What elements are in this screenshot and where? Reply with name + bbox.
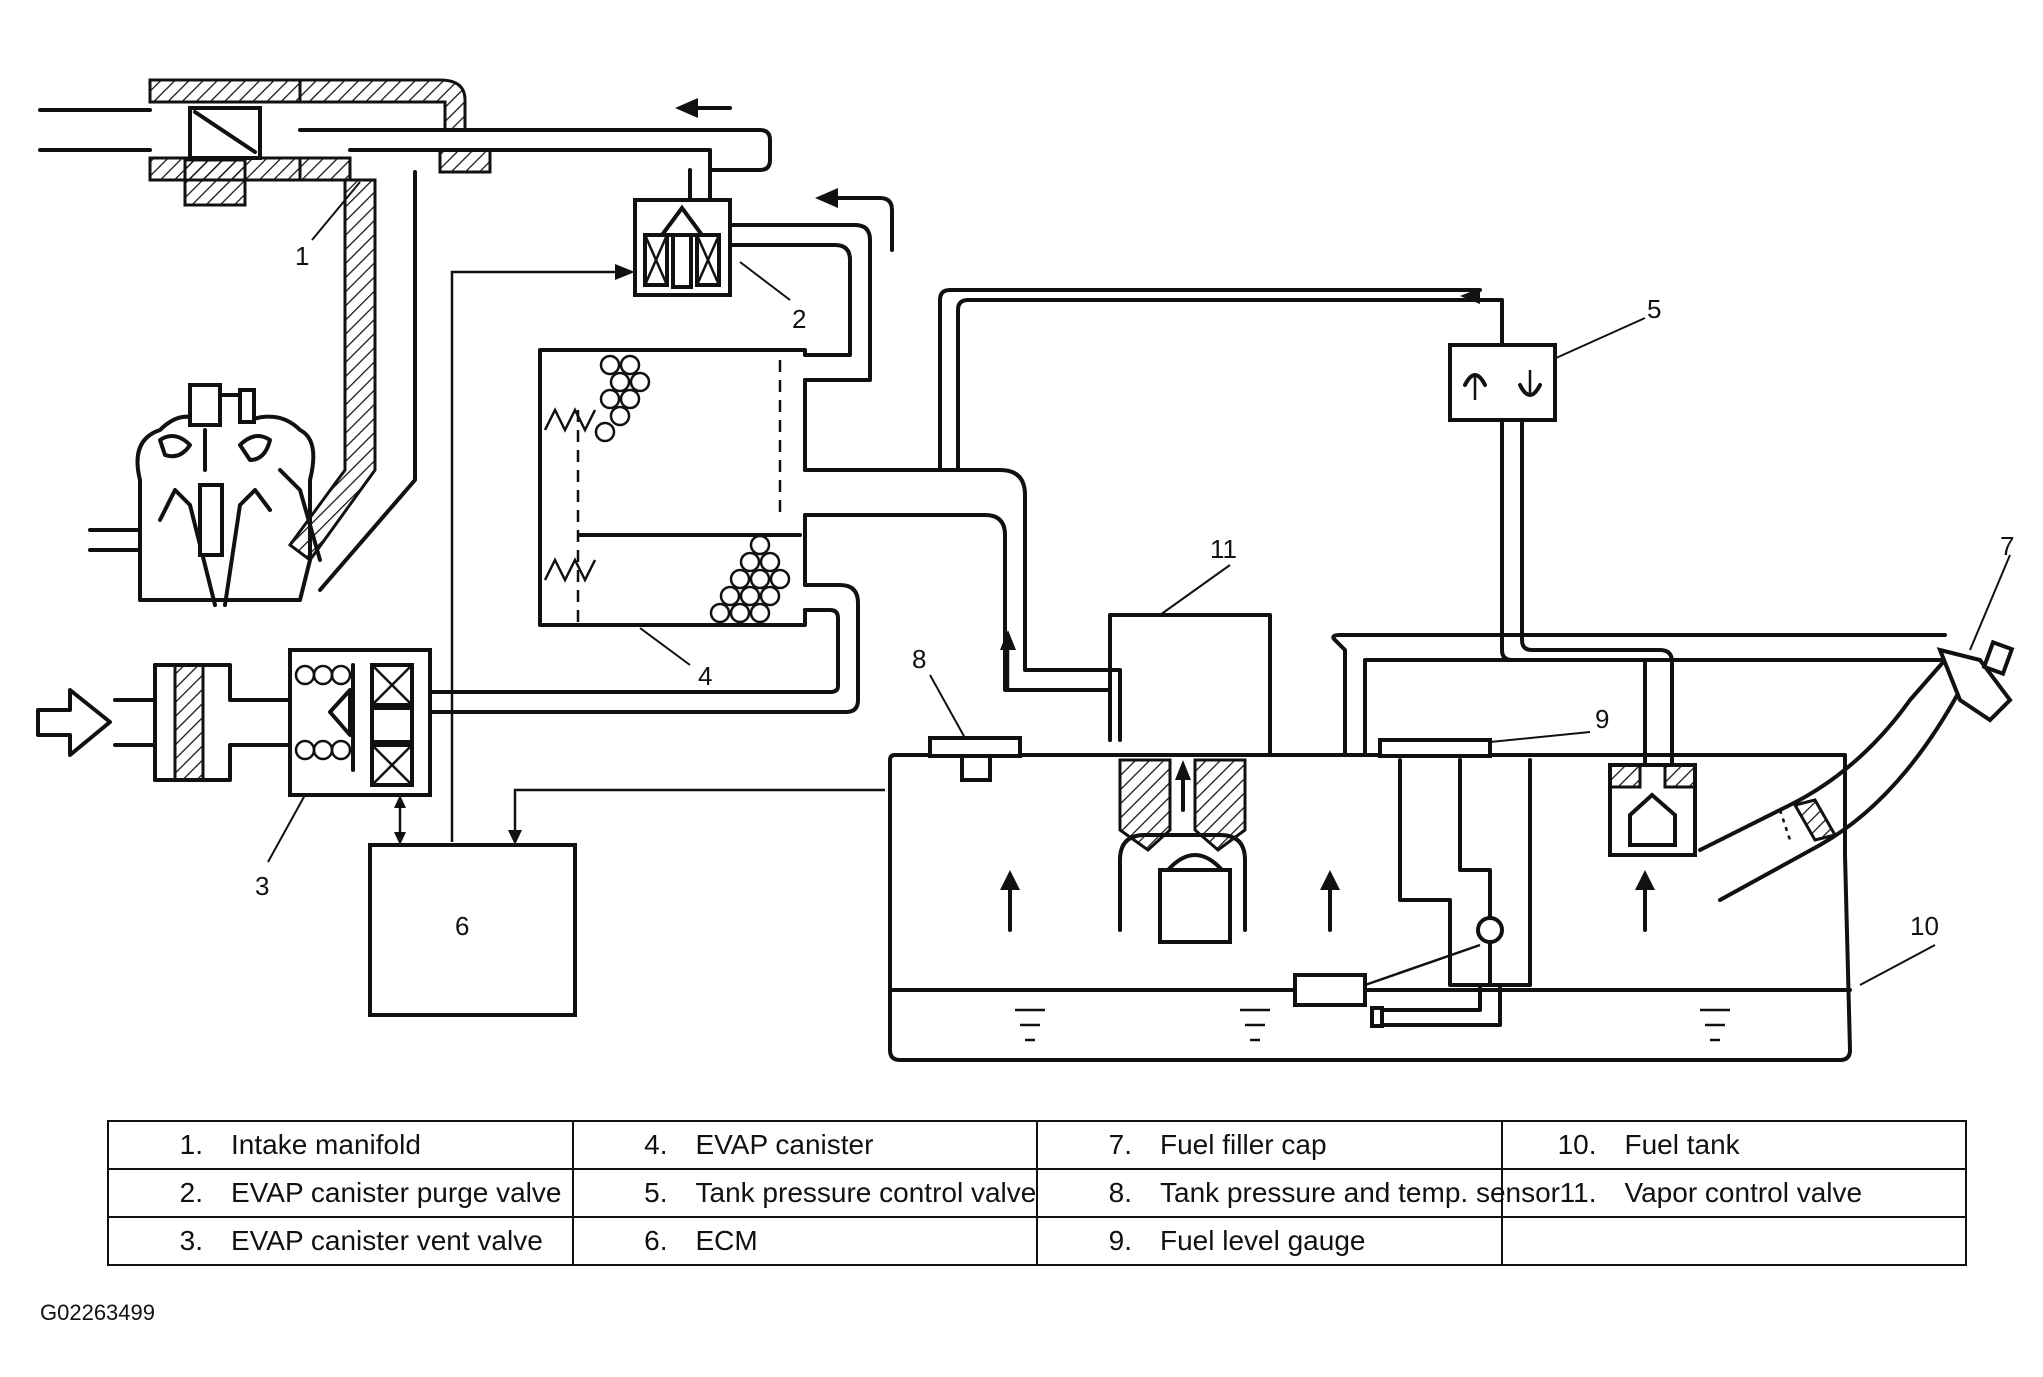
evap-canister-vent-valve [288, 648, 432, 797]
callout-4: 4 [698, 661, 712, 691]
legend-item: 3.EVAP canister vent valve [107, 1216, 574, 1266]
legend-item: 9.Fuel level gauge [1036, 1216, 1503, 1266]
legend-item: 5.Tank pressure control valve [571, 1168, 1038, 1218]
evap-system-diagram: 1 2 3 4 5 6 7 8 9 10 11 [36, 78, 2015, 1062]
legend-item: 4.EVAP canister [571, 1120, 1038, 1170]
callout-10: 10 [1910, 911, 1939, 941]
legend-row: 1.Intake manifold 4.EVAP canister 7.Fuel… [107, 1120, 1967, 1170]
callout-9: 9 [1595, 704, 1609, 734]
callout-1: 1 [295, 241, 309, 271]
callout-3: 3 [255, 871, 269, 901]
callout-6: 6 [455, 911, 469, 941]
fuel-filler-neck [1698, 658, 1964, 902]
figure-id: G02263499 [40, 1300, 155, 1325]
rollover-valve [1608, 763, 1697, 857]
fuel-filler-cap [1936, 639, 2015, 723]
engine-cylinder-head [88, 383, 322, 607]
callout-11: 11 [1210, 534, 1237, 564]
intake-manifold [38, 78, 772, 592]
ecm [368, 788, 885, 1017]
legend-item: 11.Vapor control valve [1500, 1168, 1967, 1218]
legend-item: 2.EVAP canister purge valve [107, 1168, 574, 1218]
evap-canister [538, 348, 807, 627]
fuel-tank [888, 753, 1852, 1062]
legend-item: 10.Fuel tank [1500, 1120, 1967, 1170]
vapor-control-valve [1108, 613, 1272, 944]
legend-row: 2.EVAP canister purge valve 5.Tank press… [107, 1168, 1967, 1218]
legend-table: 1.Intake manifold 4.EVAP canister 7.Fuel… [107, 1120, 1967, 1266]
legend-item-empty [1500, 1216, 1967, 1266]
callout-5: 5 [1647, 294, 1661, 324]
callout-2: 2 [792, 304, 806, 334]
callout-7: 7 [2000, 531, 2014, 561]
fuel-level-gauge [1293, 633, 1947, 1028]
legend-item: 6.ECM [571, 1216, 1038, 1266]
legend-row: 3.EVAP canister vent valve 6.ECM 9.Fuel … [107, 1216, 1967, 1266]
air-inlet-filter [36, 663, 292, 782]
legend-item: 8.Tank pressure and temp. sensor [1036, 1168, 1560, 1218]
legend-item: 1.Intake manifold [107, 1120, 574, 1170]
evap-canister-purge-valve [633, 168, 732, 297]
callout-8: 8 [912, 644, 926, 674]
legend-item: 7.Fuel filler cap [1036, 1120, 1503, 1170]
tank-pressure-control-valve [1448, 343, 1557, 422]
tank-pressure-and-temp-sensor [928, 736, 1022, 782]
